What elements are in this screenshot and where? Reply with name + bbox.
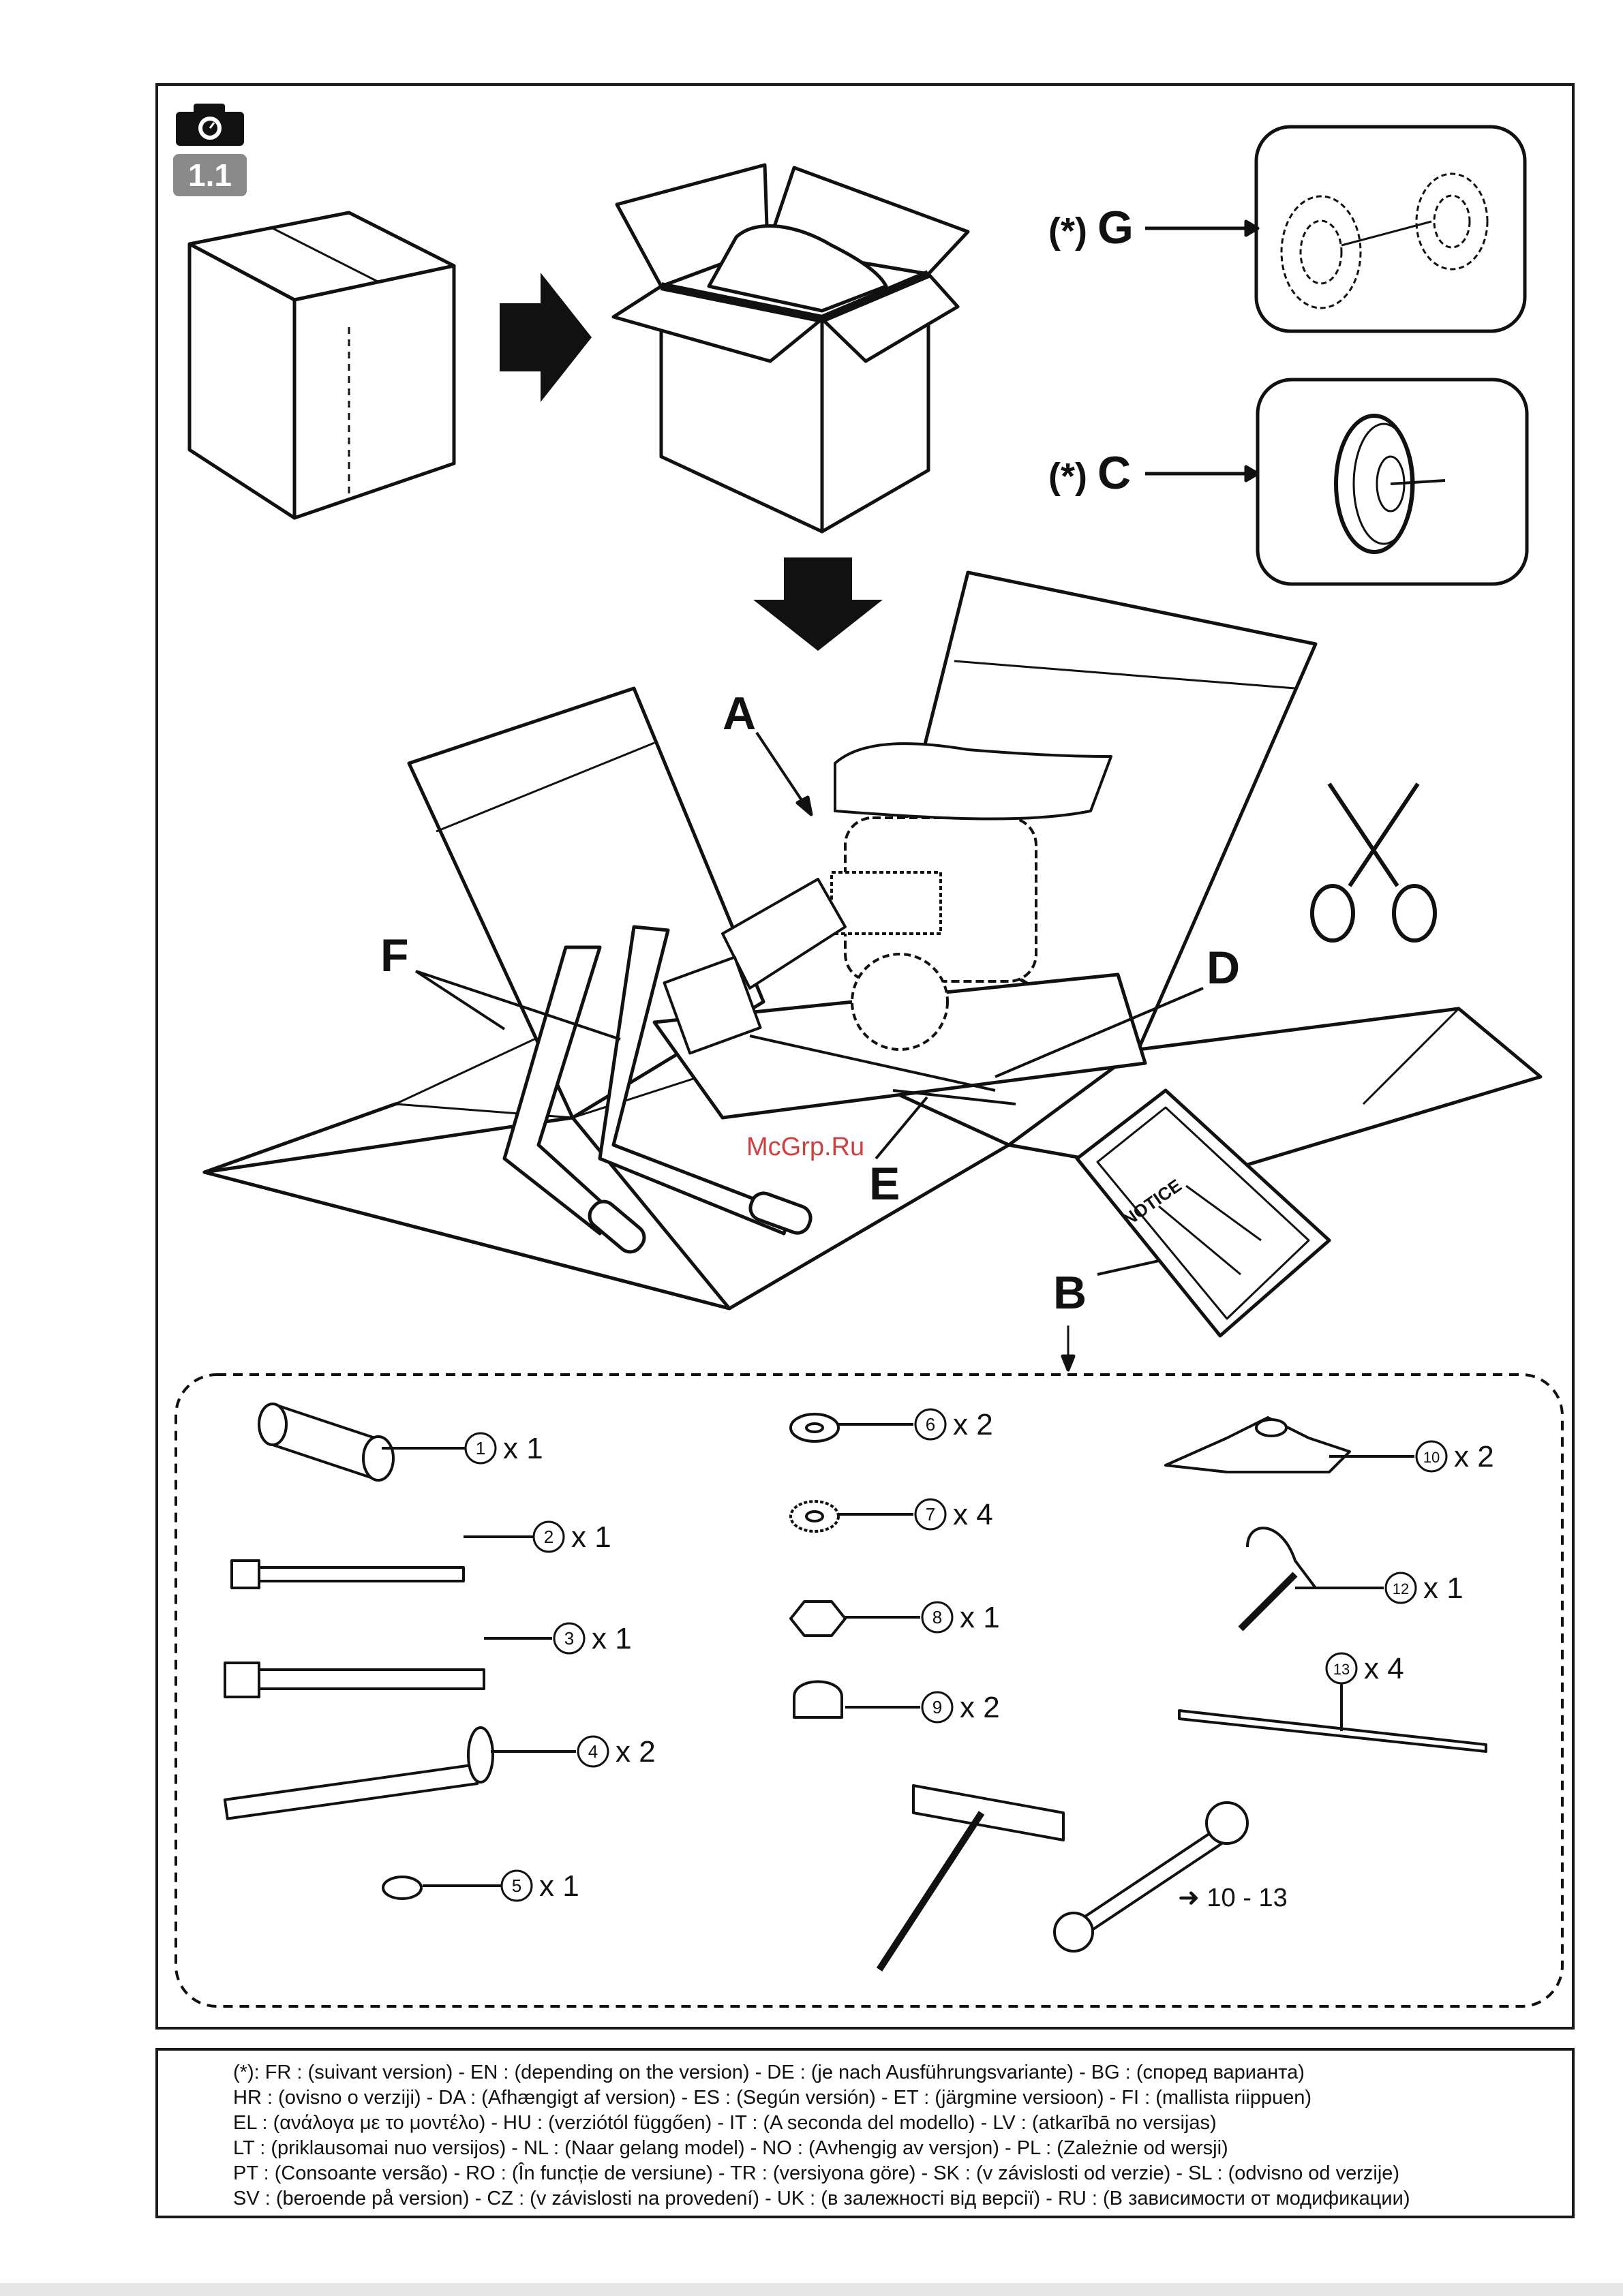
- part-qty: x 1: [1423, 1572, 1463, 1605]
- closed-box: [187, 211, 456, 520]
- part-qty: x 2: [960, 1691, 1000, 1724]
- part-qty: x 4: [953, 1498, 993, 1531]
- part-qty: x 1: [539, 1869, 579, 1903]
- part-qty: x 4: [1364, 1652, 1404, 1685]
- scissors-icon: [1310, 782, 1437, 943]
- part-qty: x 1: [503, 1432, 543, 1465]
- part-number: 9: [932, 1697, 942, 1717]
- part-number: 3: [564, 1628, 574, 1649]
- parts-box: [175, 1373, 1564, 2008]
- option-g-box: [1254, 125, 1527, 333]
- step-number-badge: 1.1: [173, 154, 247, 196]
- optional-mark-c: (*): [1048, 456, 1087, 497]
- label-g: G: [1097, 202, 1134, 254]
- opened-box: [611, 163, 970, 534]
- camera-icon: [176, 104, 244, 146]
- label-d: D: [1207, 942, 1240, 994]
- part-number: 6: [926, 1414, 935, 1435]
- part-number: 8: [932, 1607, 942, 1627]
- option-c-box: [1256, 378, 1529, 586]
- footnote-line: LT : (priklausomai nuo versijos) - NL : …: [233, 2137, 1228, 2159]
- notice-bag: [1075, 1088, 1331, 1338]
- watermark: McGrp.Ru: [746, 1133, 865, 1161]
- label-e: E: [869, 1158, 900, 1210]
- handle-bars: [502, 925, 813, 1254]
- label-b: B: [1053, 1267, 1087, 1319]
- engine: [830, 742, 1112, 1051]
- wheel-icon: [1334, 414, 1446, 554]
- footnote-line: PT : (Consoante versão) - RO : (În funcț…: [233, 2162, 1400, 2184]
- footnote-line: (*): FR : (suivant version) - EN : (depe…: [233, 2062, 1305, 2083]
- footnote-line: SV : (beroende på version) - CZ : (v záv…: [233, 2188, 1410, 2209]
- page-bottom-bar: [0, 2283, 1623, 2296]
- wheel-pair-icon: [1280, 172, 1489, 309]
- part-qty: x 2: [616, 1735, 656, 1769]
- part-qty: x 1: [571, 1520, 611, 1554]
- label-c: C: [1097, 447, 1131, 499]
- wrench-size-ref: ➜ 10 - 13: [1178, 1884, 1288, 1912]
- part-number: 4: [588, 1741, 598, 1762]
- arrow-down-icon: [753, 557, 883, 651]
- label-f: F: [380, 930, 409, 981]
- handle-assembly: [663, 878, 1016, 1105]
- arrow-right-icon: [500, 273, 592, 402]
- part-number: 5: [512, 1876, 521, 1896]
- part-number: 10: [1423, 1449, 1440, 1466]
- part-qty: x 1: [960, 1601, 1000, 1634]
- footnote-line: HR : (ovisno o verziji) - DA : (Afhængig…: [233, 2087, 1312, 2109]
- instruction-frame: [155, 83, 1575, 2030]
- part-number: 13: [1333, 1661, 1350, 1678]
- part-qty: x 1: [592, 1622, 632, 1655]
- label-a: A: [723, 688, 756, 739]
- part-number: 12: [1393, 1580, 1409, 1597]
- footnote-box: (*): FR : (suivant version) - EN : (depe…: [155, 2048, 1575, 2218]
- part-number: 1: [476, 1438, 485, 1458]
- part-qty: x 2: [1454, 1440, 1494, 1473]
- part-number: 7: [926, 1504, 935, 1525]
- part-qty: x 2: [953, 1408, 993, 1441]
- optional-mark-g: (*): [1048, 211, 1087, 251]
- footnote-line: EL : (ανάλογα με το μοντέλο) - HU : (ver…: [233, 2112, 1217, 2134]
- part-number: 2: [544, 1527, 553, 1547]
